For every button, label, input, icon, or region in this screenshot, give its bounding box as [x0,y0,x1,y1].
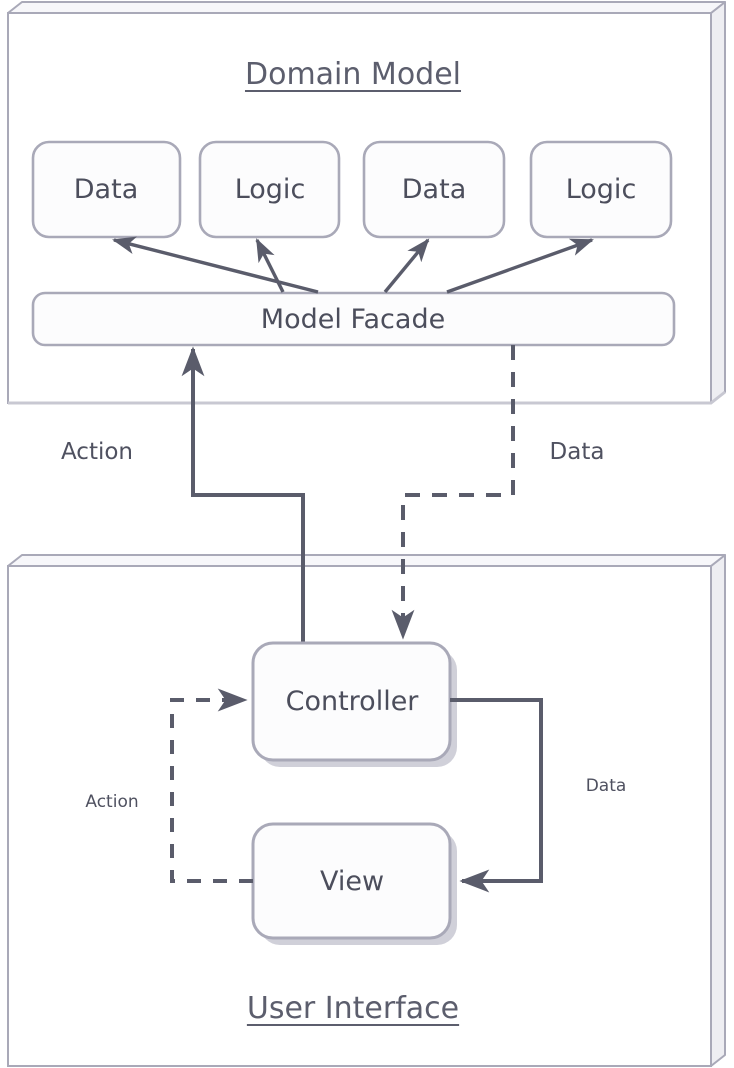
node-label-logic-1: Logic [234,174,306,205]
edge-facade-to-data-1 [112,236,319,294]
facade-to-nodes-arrows [112,236,594,294]
edge-facade-to-logic-1 [255,238,285,293]
edge-model-facade-to-controller [391,345,515,640]
edge-label-action-outer: Action [60,439,134,465]
edge-facade-to-logic-2 [446,238,594,294]
edge-view-to-controller [170,688,253,883]
edge-facade-to-data-2 [383,238,430,294]
domain-model-box-right-face [710,1,726,404]
node-label-data-2: Data [401,174,467,205]
node-label-data-1: Data [73,174,139,205]
edge-label-action-inner: Action [85,792,139,812]
domain-model-title: Domain Model [244,57,462,92]
edge-controller-to-view [450,698,543,893]
node-label-controller: Controller [285,686,419,717]
user-interface-title: User Interface [246,991,460,1026]
user-interface-box-top-face [7,554,726,567]
domain-model-box-shadow [8,390,726,405]
node-logic-2[interactable] [529,140,673,239]
domain-model-nodes [31,140,676,347]
edge-label-data-outer: Data [549,439,605,465]
node-controller-group [251,641,457,767]
node-label-view: View [319,866,385,897]
node-model-facade[interactable] [31,291,676,347]
node-data-1[interactable] [31,140,182,239]
node-logic-1[interactable] [198,140,341,239]
node-view-group [251,822,457,945]
node-label-model-facade: Model Facade [260,304,446,335]
domain-model-box-top-face [7,1,726,14]
user-interface-box-right-face [710,554,726,1067]
edge-controller-to-model-facade [181,346,305,700]
node-label-logic-2: Logic [565,174,637,205]
node-data-2[interactable] [362,140,506,239]
edge-label-data-inner: Data [585,776,627,796]
